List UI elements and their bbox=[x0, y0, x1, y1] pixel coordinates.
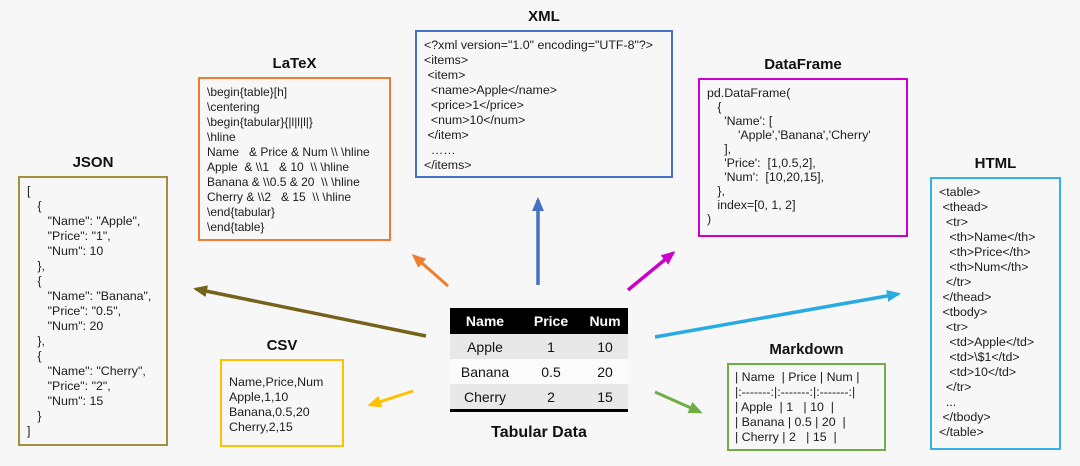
arrow-to-csv bbox=[367, 389, 414, 408]
table-cell: Apple bbox=[450, 334, 520, 359]
json-title: JSON bbox=[72, 154, 114, 171]
latex-title: LaTeX bbox=[272, 55, 317, 72]
table-cell: 20 bbox=[582, 359, 628, 384]
dataframe-title: DataFrame bbox=[764, 56, 842, 73]
table-header-name: Name bbox=[450, 308, 520, 334]
dataframe-code: pd.DataFrame( { 'Name': [ 'Apple','Banan… bbox=[698, 78, 908, 237]
csv-format-box: CSV Name,Price,Num Apple,1,10 Banana,0.5… bbox=[220, 337, 344, 447]
arrow-to-dataframe bbox=[626, 251, 676, 292]
dataframe-format-box: DataFrame pd.DataFrame( { 'Name': [ 'App… bbox=[698, 56, 908, 237]
latex-code: \begin{table}[h] \centering \begin{tabul… bbox=[198, 77, 391, 241]
csv-code: Name,Price,Num Apple,1,10 Banana,0.5,20 … bbox=[220, 359, 344, 447]
json-code: [ { "Name": "Apple", "Price": "1", "Num"… bbox=[18, 176, 168, 446]
xml-format-box: XML <?xml version="1.0" encoding="UTF-8"… bbox=[415, 8, 673, 178]
json-format-box: JSON [ { "Name": "Apple", "Price": "1", … bbox=[18, 154, 168, 446]
html-code: <table> <thead> <tr> <th>Name</th> <th>P… bbox=[930, 177, 1061, 450]
table-cell: 10 bbox=[582, 334, 628, 359]
xml-code: <?xml version="1.0" encoding="UTF-8"?> <… bbox=[415, 30, 673, 178]
table-row: Banana 0.5 20 bbox=[450, 359, 628, 384]
arrow-to-latex bbox=[411, 254, 449, 288]
html-format-box: HTML <table> <thead> <tr> <th>Name</th> … bbox=[930, 155, 1061, 450]
table-cell: 15 bbox=[582, 384, 628, 409]
table-row: Apple 1 10 bbox=[450, 334, 628, 359]
markdown-format-box: Markdown | Name | Price | Num | |:------… bbox=[727, 341, 886, 451]
tabular-data-table: Name Price Num Apple 1 10 Banana 0.5 20 … bbox=[450, 308, 628, 442]
table-header-num: Num bbox=[582, 308, 628, 334]
table-cell: Cherry bbox=[450, 384, 520, 409]
csv-title: CSV bbox=[266, 337, 298, 354]
diagram-caption: Tabular Data bbox=[491, 424, 587, 441]
table-cell: Banana bbox=[450, 359, 520, 384]
table-header-price: Price bbox=[520, 308, 582, 334]
table-cell: 2 bbox=[520, 384, 582, 409]
table-cell: 0.5 bbox=[520, 359, 582, 384]
arrow-to-html bbox=[654, 290, 901, 339]
table-cell: 1 bbox=[520, 334, 582, 359]
arrow-to-json bbox=[193, 285, 427, 338]
arrow-to-markdown bbox=[654, 390, 703, 414]
table-row: Cherry 2 15 bbox=[450, 384, 628, 409]
table-header-row: Name Price Num bbox=[450, 308, 628, 334]
markdown-title: Markdown bbox=[769, 341, 844, 358]
latex-format-box: LaTeX \begin{table}[h] \centering \begin… bbox=[198, 55, 391, 241]
markdown-code: | Name | Price | Num | |:-------:|:-----… bbox=[727, 363, 886, 451]
html-title: HTML bbox=[974, 155, 1017, 172]
xml-title: XML bbox=[528, 8, 560, 25]
